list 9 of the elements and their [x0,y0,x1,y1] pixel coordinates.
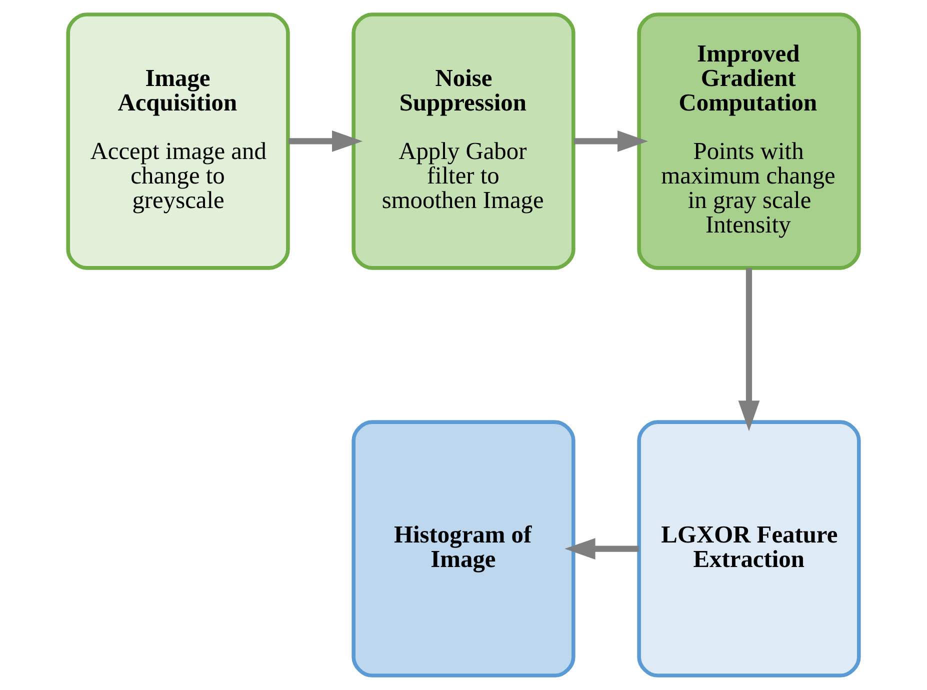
node-box: Image Acquisition Accept image and change to greyscale [66,12,290,270]
arrow [738,268,760,432]
node-box: LGXOR Feature Extraction [637,420,861,678]
arrow [564,538,639,560]
node-box: Histogram of Image [352,420,576,678]
arrow [574,130,648,152]
node-box: Noise Suppression Apply Gabor filter to smoothen Image [352,12,576,270]
arrow [288,130,363,152]
node-box: Improved Gradient Computation Points with maximum change in gray scale Intensity [637,12,861,270]
